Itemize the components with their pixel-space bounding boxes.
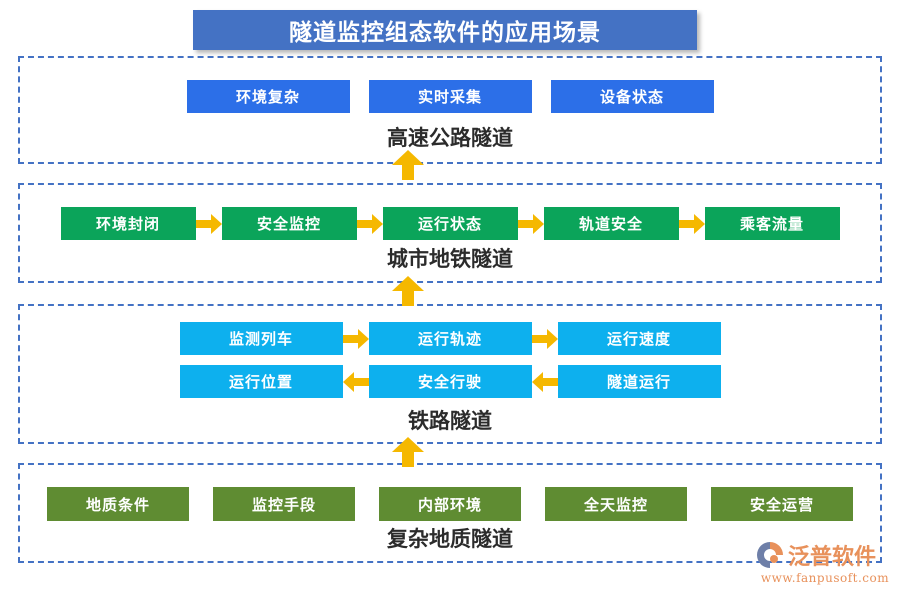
flow-row: 环境封闭安全监控运行状态轨道安全乘客流量	[20, 207, 880, 240]
flow-box[interactable]: 运行速度	[557, 322, 721, 355]
arrow-right-icon	[531, 328, 558, 349]
arrow-right-icon	[678, 213, 705, 234]
section-caption: 高速公路隧道	[387, 125, 513, 150]
arrow-head	[357, 328, 369, 349]
arrow-head	[392, 276, 424, 291]
section-panel-complex-geology-tunnel: 地质条件监控手段内部环境全天监控安全运营复杂地质隧道	[18, 463, 882, 563]
flow-box[interactable]: 运行轨迹	[368, 322, 532, 355]
flow-box[interactable]: 监测列车	[179, 322, 343, 355]
arrow-head	[531, 371, 543, 392]
flow-row: 地质条件监控手段内部环境全天监控安全运营	[20, 487, 880, 521]
arrow-shaft	[678, 219, 695, 228]
arrow-head	[392, 150, 424, 165]
arrow-head	[392, 437, 424, 452]
arrow-up-icon-section4-to-section3	[392, 437, 424, 467]
section-panel-highway-tunnel: 环境复杂实时采集设备状态高速公路隧道	[18, 56, 882, 164]
arrow-right-icon	[195, 213, 222, 234]
section-caption: 城市地铁隧道	[387, 246, 513, 271]
logo-row: 泛普软件	[755, 540, 895, 570]
flow-box[interactable]: 设备状态	[550, 80, 714, 113]
flow-row: 运行位置安全行驶隧道运行	[20, 365, 880, 398]
arrow-head	[532, 213, 544, 234]
flow-box[interactable]: 内部环境	[379, 487, 521, 521]
arrow-head	[546, 328, 558, 349]
arrow-up-icon-section2-to-section1	[392, 150, 424, 180]
arrow-shaft	[402, 290, 414, 306]
flow-box[interactable]: 安全运营	[711, 487, 853, 521]
company-logo: 泛普软件 www.fanpusoft.com	[755, 540, 895, 590]
flow-row: 环境复杂实时采集设备状态	[20, 80, 880, 113]
arrow-right-icon	[517, 213, 544, 234]
flow-box[interactable]: 地质条件	[47, 487, 189, 521]
flow-box[interactable]: 实时采集	[368, 80, 532, 113]
flow-box[interactable]: 运行状态	[382, 207, 518, 240]
flow-row: 监测列车运行轨迹运行速度	[20, 322, 880, 355]
section-caption: 铁路隧道	[408, 408, 492, 433]
arrow-left-icon	[531, 371, 558, 392]
arrow-shaft	[352, 377, 369, 386]
arrow-head	[342, 371, 354, 392]
arrow-head	[693, 213, 705, 234]
page-title-banner: 隧道监控组态软件的应用场景	[193, 10, 697, 50]
flow-box[interactable]: 安全行驶	[368, 365, 532, 398]
logo-website-url: www.fanpusoft.com	[760, 571, 890, 585]
flow-box[interactable]: 隧道运行	[557, 365, 721, 398]
arrow-right-icon	[356, 213, 383, 234]
flow-box[interactable]: 乘客流量	[704, 207, 840, 240]
arrow-shaft	[402, 164, 414, 180]
arrow-shaft	[402, 451, 414, 467]
arrow-left-icon	[342, 371, 369, 392]
arrow-shaft	[531, 334, 548, 343]
arrow-shaft	[356, 219, 373, 228]
arrow-head	[210, 213, 222, 234]
flow-box[interactable]: 轨道安全	[543, 207, 679, 240]
flow-box[interactable]: 环境封闭	[60, 207, 196, 240]
arrow-up-icon-section3-to-section2	[392, 276, 424, 306]
flow-box[interactable]: 环境复杂	[186, 80, 350, 113]
arrow-shaft	[541, 377, 558, 386]
arrow-shaft	[342, 334, 359, 343]
flow-box[interactable]: 运行位置	[179, 365, 343, 398]
arrow-right-icon	[342, 328, 369, 349]
flow-box[interactable]: 监控手段	[213, 487, 355, 521]
fanpu-logo-icon	[757, 542, 783, 568]
logo-company-name: 泛普软件	[788, 545, 877, 570]
section-caption: 复杂地质隧道	[387, 526, 513, 551]
page-title: 隧道监控组态软件的应用场景	[289, 20, 601, 46]
flow-box[interactable]: 全天监控	[545, 487, 687, 521]
arrow-shaft	[195, 219, 212, 228]
flow-box[interactable]: 安全监控	[221, 207, 357, 240]
arrow-head	[371, 213, 383, 234]
arrow-shaft	[517, 219, 534, 228]
section-panel-metro-tunnel: 环境封闭安全监控运行状态轨道安全乘客流量城市地铁隧道	[18, 183, 882, 283]
section-panel-railway-tunnel: 监测列车运行轨迹运行速度运行位置安全行驶隧道运行铁路隧道	[18, 304, 882, 444]
